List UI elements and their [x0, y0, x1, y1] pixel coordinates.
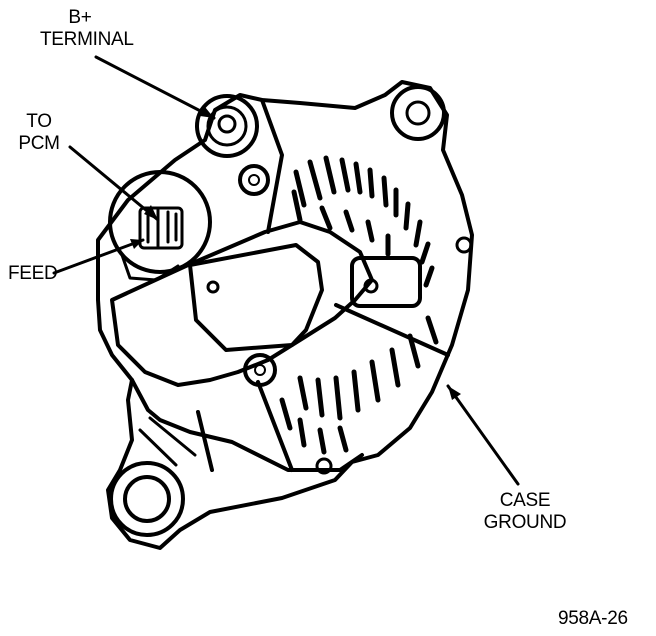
strut-upper: [260, 98, 284, 234]
to-pcm-label: TO PCM: [14, 111, 64, 155]
screw-boss-top-center: [248, 174, 260, 186]
terminal-text: TERMINAL: [40, 29, 134, 50]
feed-label: FEED: [8, 263, 58, 284]
screw-boss-lower-center: [254, 364, 266, 376]
b-plus-terminal-outer: [195, 94, 259, 158]
field-connector-pins: [146, 208, 178, 248]
to-pcm-arrowhead: [144, 205, 158, 220]
cooling-fins-upper: [291, 155, 435, 288]
screw-boss-top: [238, 164, 270, 196]
b-plus-leader: [94, 55, 216, 120]
screw-boss-bottom: [315, 457, 333, 475]
b-plus-terminal-nut: [217, 114, 237, 134]
top-mount-hole: [405, 100, 431, 126]
feed-leader: [52, 238, 145, 275]
to-text: TO: [26, 111, 52, 132]
field-connector-skirt: [120, 253, 180, 282]
top-mount-ring: [390, 85, 446, 141]
strut-lower: [196, 380, 294, 472]
brush-screw: [363, 278, 379, 294]
cooling-fins-lower: [279, 315, 439, 455]
feed-arrowhead: [130, 239, 143, 249]
case-text: CASE: [499, 490, 551, 511]
lower-housing-edge: [130, 378, 364, 472]
bottom-mount-ring: [109, 461, 185, 537]
field-connector-body: [108, 170, 212, 274]
figure-id: 958A-26: [558, 608, 628, 629]
pcm-text: PCM: [18, 133, 60, 154]
regulator-screw: [206, 280, 220, 294]
b-plus-text: B+: [68, 7, 92, 28]
b-plus-arrowhead: [200, 107, 214, 118]
lower-rib: [138, 416, 197, 467]
case-ground-label: CASE GROUND: [470, 490, 580, 534]
brush-holder: [350, 256, 422, 308]
to-pcm-leader: [68, 145, 160, 222]
ground-text: GROUND: [483, 512, 567, 533]
field-connector-plug: [138, 206, 184, 250]
rear-cover: [110, 220, 374, 387]
housing-outline: [96, 80, 474, 550]
screw-boss-lower: [243, 353, 277, 387]
b-plus-label: B+ TERMINAL: [40, 7, 134, 51]
screw-boss-right: [455, 236, 473, 254]
bottom-mount-hole: [123, 475, 171, 523]
case-ground-leader: [446, 384, 520, 486]
case-ground-arrowhead: [448, 386, 461, 400]
regulator-boss: [188, 243, 324, 352]
strut-right: [334, 303, 450, 357]
b-plus-terminal-mid: [206, 105, 248, 147]
